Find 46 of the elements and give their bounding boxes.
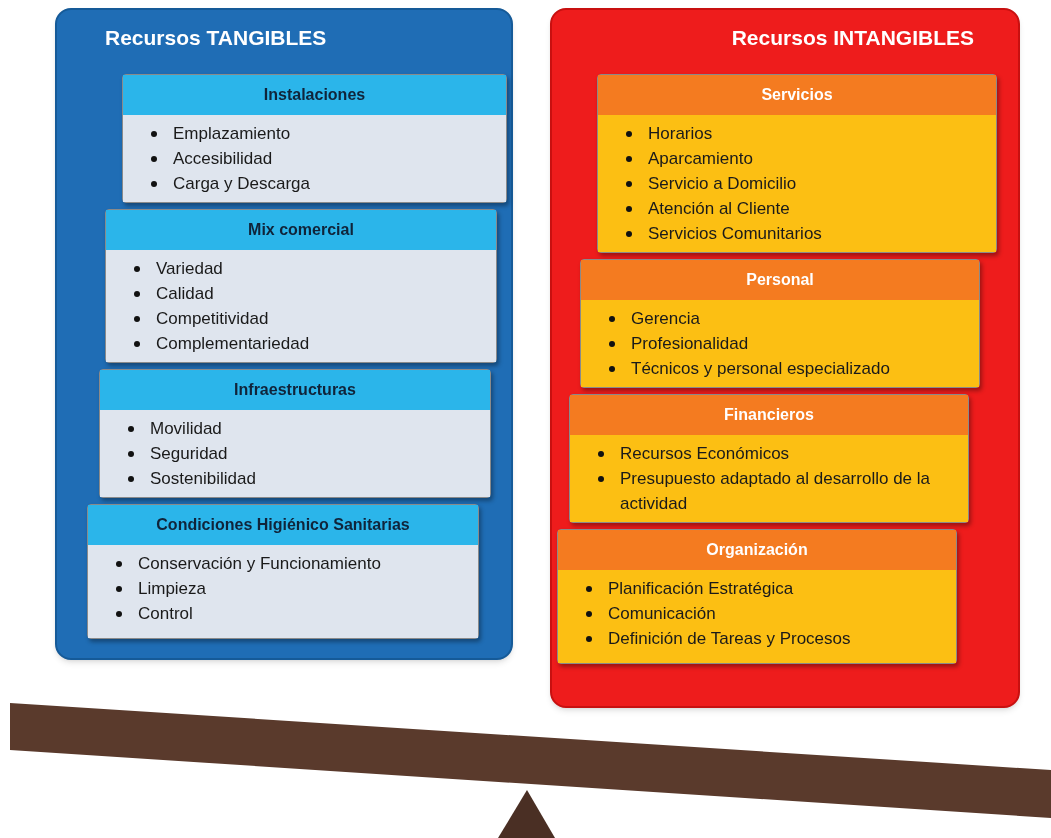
card-header: Condiciones Higiénico Sanitarias	[88, 505, 478, 545]
bullet-item: Atención al Cliente	[648, 198, 790, 220]
panel-title: Recursos INTANGIBLES	[731, 25, 974, 51]
bullet-item: Presupuesto adaptado al desarrollo de la actividad	[620, 468, 931, 515]
bullet-item: Técnicos y personal especializado	[631, 358, 890, 380]
card-header: Organización	[558, 530, 956, 570]
bullet-item: Conservación y Funcionamiento	[138, 553, 381, 575]
bullet-item: Limpieza	[138, 578, 207, 600]
card-header: Personal	[581, 260, 979, 300]
bullet-item: Complementariedad	[156, 333, 310, 355]
resource-panel	[550, 8, 1020, 708]
bullet-item: Servicios Comunitarios	[648, 223, 822, 245]
bullet-item: Recursos Económicos	[620, 443, 790, 465]
card-header: Financieros	[570, 395, 968, 435]
resource-card	[569, 394, 969, 523]
card-header: Infraestructuras	[100, 370, 490, 410]
card-header: Servicios	[598, 75, 996, 115]
bullet-item: Control	[138, 603, 193, 625]
bullet-item: Profesionalidad	[631, 333, 749, 355]
bullet-item: Emplazamiento	[173, 123, 291, 145]
bullet-item: Carga y Descarga	[173, 173, 310, 195]
bullet-item: Servicio a Domicilio	[648, 173, 797, 195]
bullet-item: Variedad	[156, 258, 223, 280]
bullet-item: Aparcamiento	[648, 148, 753, 170]
bullet-item: Competitividad	[156, 308, 269, 330]
bullet-item: Horarios	[648, 123, 713, 145]
resource-card	[87, 504, 479, 639]
panel-title: Recursos TANGIBLES	[105, 25, 327, 51]
resource-card	[105, 209, 497, 363]
bullet-item: Movilidad	[150, 418, 222, 440]
resource-card	[597, 74, 997, 253]
resource-card	[99, 369, 491, 498]
bullet-item: Calidad	[156, 283, 214, 305]
card-header: Instalaciones	[123, 75, 506, 115]
resource-card	[122, 74, 507, 203]
resource-panel	[55, 8, 513, 660]
resource-card	[580, 259, 980, 388]
bullet-item: Gerencia	[631, 308, 700, 330]
bullet-item: Seguridad	[150, 443, 228, 465]
bullet-item: Accesibilidad	[173, 148, 273, 170]
bullet-item: Sostenibilidad	[150, 468, 256, 490]
bullet-item: Comunicación	[608, 603, 716, 625]
card-header: Mix comercial	[106, 210, 496, 250]
bullet-item: Definición de Tareas y Procesos	[608, 628, 851, 650]
resource-card	[557, 529, 957, 664]
bullet-item: Planificación Estratégica	[608, 578, 794, 600]
